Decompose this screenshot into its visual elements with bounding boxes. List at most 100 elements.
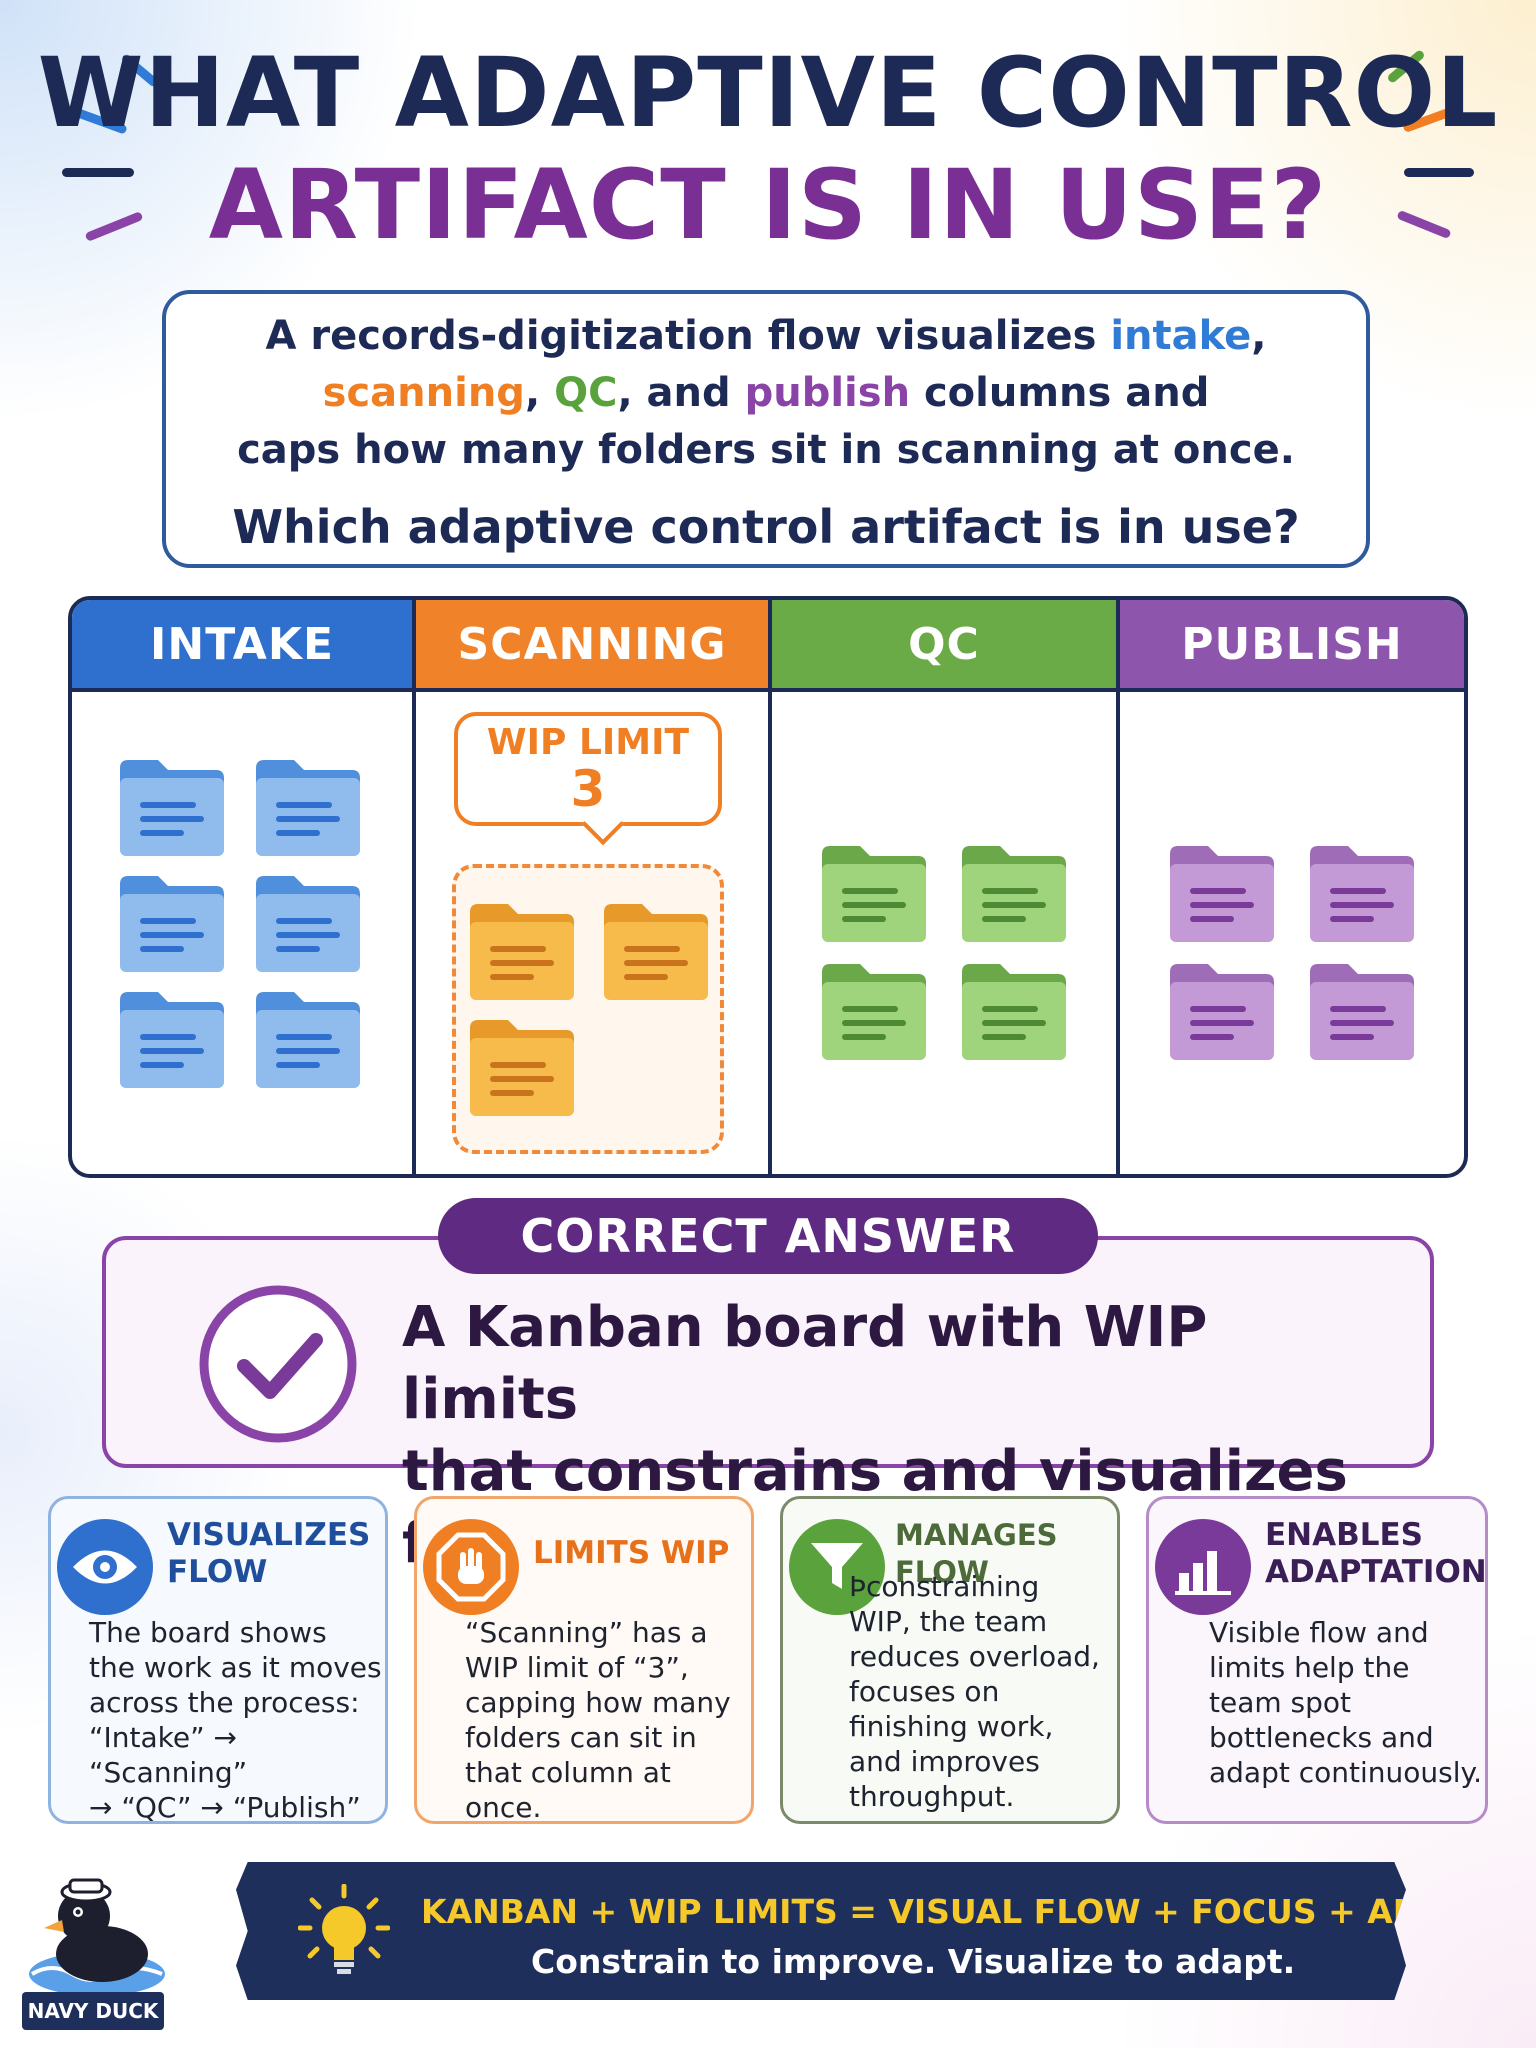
card-body-line: WIP limit of “3”,: [465, 1651, 689, 1684]
folder-icon: [1170, 962, 1274, 1062]
column-body: [772, 688, 1116, 1174]
card-body-line: “Intake” → “Scanning”: [89, 1721, 248, 1789]
folder-icon: [1170, 844, 1274, 944]
column-body: [1120, 688, 1464, 1174]
folder-icon: [120, 990, 224, 1090]
card-title: MANAGES FLOW: [895, 1518, 1058, 1589]
folder-icon: [1310, 844, 1414, 944]
question-text: ,: [524, 370, 555, 416]
card-body-line: limits help the: [1209, 1651, 1410, 1684]
eye-icon: [57, 1519, 153, 1615]
card-body-line: “Scanning” has a: [465, 1616, 708, 1649]
question-line-2: scanning, QC, and publish columns and: [166, 365, 1366, 422]
card-body-line: capping how many: [465, 1686, 731, 1719]
banner-tagline: Constrain to improve. Visualize to adapt…: [531, 1942, 1296, 1981]
question-box: A records-digitization flow visualizes i…: [162, 290, 1370, 568]
bar-chart-icon: [1155, 1519, 1251, 1615]
folder-icon: [962, 962, 1066, 1062]
highlight-publish: publish: [744, 370, 911, 416]
column-header: QC: [772, 600, 1116, 688]
column-header: INTAKE: [72, 600, 412, 688]
folder-icon: [256, 758, 360, 858]
page-title-line2: ARTIFACT IS IN USE?: [208, 149, 1328, 261]
column-intake: INTAKE: [72, 600, 416, 1174]
funnel-icon: [789, 1519, 885, 1615]
question-text: , and: [617, 370, 745, 416]
wip-limit-label: WIP LIMIT: [486, 722, 690, 763]
duck-logo-icon: [22, 1862, 172, 2032]
card-body-line: across the process:: [89, 1686, 360, 1719]
column-header: PUBLISH: [1120, 600, 1464, 688]
card-body-line: WIP, the team: [849, 1605, 1048, 1638]
card-body-line: adapt continuously.: [1209, 1756, 1482, 1789]
folder-icon: [822, 844, 926, 944]
card-body-line: throughput.: [849, 1780, 1015, 1813]
folder-icon: [256, 990, 360, 1090]
folder-icon: [1310, 962, 1414, 1062]
folder-icon: [470, 1018, 574, 1118]
card-body-line: team spot: [1209, 1686, 1352, 1719]
wip-limit-callout: WIP LIMIT 3: [454, 712, 722, 846]
card-body-line: The board shows: [89, 1616, 327, 1649]
decor-burst: [62, 168, 134, 177]
question-line-1: A records-digitization flow visualizes i…: [166, 308, 1366, 365]
card-body-line: the work as it moves: [89, 1651, 382, 1684]
card-body-line: → “QC” → “Publish”: [89, 1791, 361, 1824]
card-title: LIMITS WIP: [533, 1535, 730, 1571]
banner-equation: KANBAN + WIP LIMITS = VISUAL FLOW + FOCU…: [421, 1892, 1536, 1931]
card-body-line: reduces overload,: [849, 1640, 1100, 1673]
folder-icon: [120, 874, 224, 974]
highlight-intake: intake: [1110, 313, 1252, 359]
folder-icon: [604, 902, 708, 1002]
card-body-line: finishing work,: [849, 1710, 1054, 1743]
folder-icon: [822, 962, 926, 1062]
stop-hand-icon: [423, 1519, 519, 1615]
decor-burst: [1404, 168, 1474, 177]
answer-text: A Kanban board with WIP limits that cons…: [402, 1292, 1402, 1580]
question-text: A records-digitization flow visualizes: [265, 313, 1111, 359]
column-scanning: SCANNING WIP LIMIT 3: [416, 600, 772, 1174]
lightbulb-icon: [297, 1883, 391, 1980]
question-text: columns and: [910, 370, 1210, 416]
folder-icon: [962, 844, 1066, 944]
column-qc: QC: [772, 600, 1120, 1174]
summary-banner: KANBAN + WIP LIMITS = VISUAL FLOW + FOCU…: [236, 1862, 1406, 2000]
highlight-scanning: scanning: [322, 370, 525, 416]
highlight-qc: QC: [554, 370, 618, 416]
answer-line-1: A Kanban board with WIP limits: [402, 1295, 1208, 1432]
card-body-line: and improves: [849, 1745, 1040, 1778]
question-line-3: caps how many folders sit in scanning at…: [237, 427, 1295, 473]
check-icon: [196, 1282, 360, 1446]
column-body: WIP LIMIT 3: [416, 688, 768, 1174]
kanban-board: INTAKE SCANNING WIP LIMIT 3 QC PUBLISH: [68, 596, 1468, 1178]
wip-limit-value: 3: [570, 760, 606, 818]
card-body-line: bottlenecks and: [1209, 1721, 1434, 1754]
column-body: [72, 688, 412, 1174]
answer-box: A Kanban board with WIP limits that cons…: [102, 1236, 1434, 1576]
card-body-line: focuses on: [849, 1675, 1000, 1708]
page-title-line1: WHAT ADAPTIVE CONTROL: [37, 37, 1499, 149]
folder-icon: [470, 902, 574, 1002]
column-publish: PUBLISH: [1120, 600, 1464, 1174]
card-body-line: folders can sit in: [465, 1721, 697, 1754]
correct-answer-pill: CORRECT ANSWER: [438, 1198, 1098, 1274]
card-body-line: that column at once.: [465, 1756, 671, 1824]
folder-icon: [256, 874, 360, 974]
card-body-line: Visible flow and: [1209, 1616, 1429, 1649]
brand-name: NAVY DUCK: [22, 1992, 164, 2030]
question-ask: Which adaptive control artifact is in us…: [232, 500, 1300, 554]
card-body-line: Þconstraining: [849, 1570, 1040, 1603]
folder-icon: [120, 758, 224, 858]
column-header: SCANNING: [416, 600, 768, 688]
question-text: ,: [1251, 313, 1267, 359]
